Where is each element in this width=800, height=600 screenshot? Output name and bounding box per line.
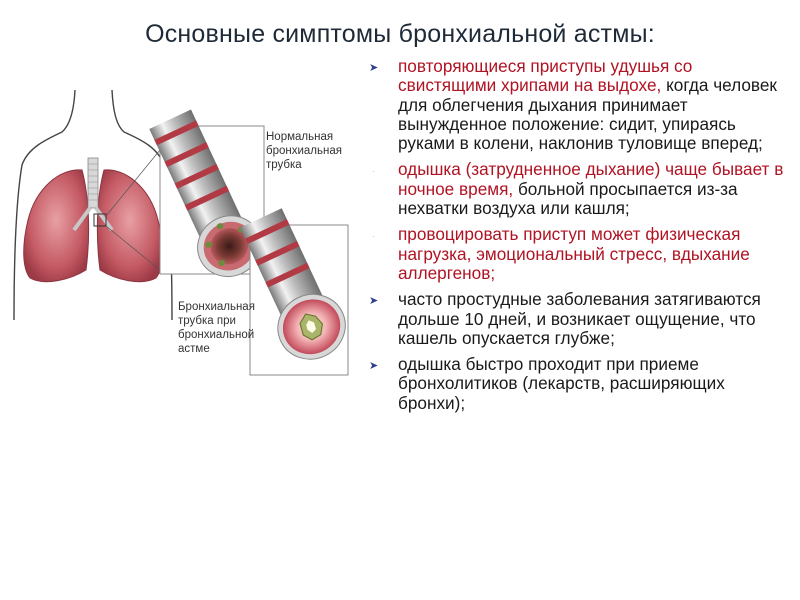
list-item: ➤ одышка быстро проходит при приеме брон… [366, 355, 790, 413]
list-item: ➤ часто простудные заболевания затягиваю… [366, 290, 790, 348]
asthma-tube [240, 208, 346, 360]
dot-bullet-icon: · [372, 167, 375, 177]
page-title: Основные симптомы бронхиальной астмы: [145, 20, 655, 48]
arrow-bullet-icon: ➤ [369, 62, 379, 74]
symptom-highlight: одышка (затрудненное дыхание) чаще бывае… [398, 159, 784, 199]
bronchi-diagram [13, 89, 349, 376]
symptom-text: одышка быстро проходит при приеме бронхо… [398, 354, 725, 413]
dot-bullet-icon: · [372, 232, 375, 242]
right-lung [96, 169, 163, 283]
trachea [87, 157, 99, 209]
symptom-text: часто простудные заболевания затягиваютс… [398, 289, 761, 348]
left-lung [23, 169, 90, 283]
list-item: · одышка (затрудненное дыхание) чаще быв… [366, 160, 790, 218]
list-item: · провоцировать приступ может физическая… [366, 225, 790, 283]
arrow-bullet-icon: ➤ [369, 360, 379, 373]
label-normal-tube: Нормальная бронхиальная трубка [266, 131, 342, 171]
list-item: ➤ повторяющиеся приступы удушья со свист… [366, 56, 790, 154]
symptom-highlight: провоцировать приступ может физическая н… [398, 224, 750, 283]
bronchi-illustration: Нормальная бронхиальная трубка Бронхиаль… [0, 89, 360, 390]
normal-tube [149, 109, 262, 278]
zoom-box [93, 213, 107, 227]
arrow-bullet-icon: ➤ [369, 295, 379, 308]
symptom-text: когда человек для облегчения дыхания при… [398, 75, 777, 154]
label-asthma-tube: Бронхиальная трубка при бронхиальной аст… [178, 301, 255, 355]
symptom-highlight: повторяющиеся приступы удушья со свистящ… [398, 56, 693, 96]
symptom-list: ➤ повторяющиеся приступы удушья со свист… [366, 56, 790, 420]
symptom-text: больной просыпается из-за нехватки возду… [398, 178, 738, 219]
